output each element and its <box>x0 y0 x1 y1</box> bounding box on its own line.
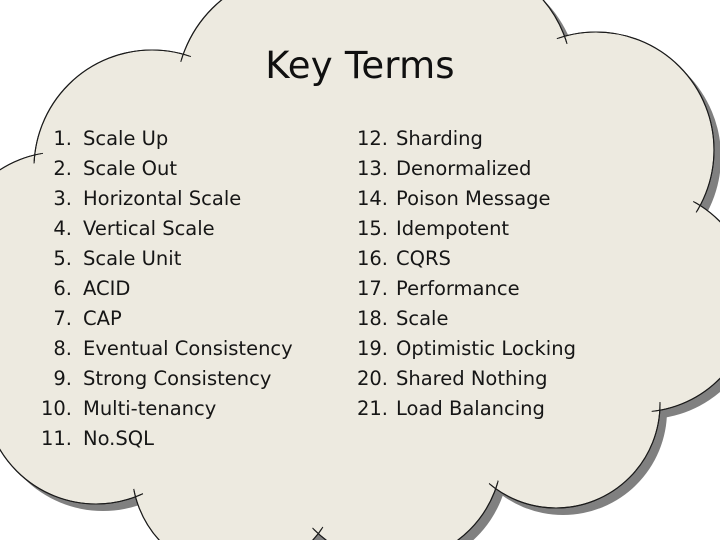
list-item: 13. Denormalized <box>352 154 682 184</box>
term-number: 3. <box>53 187 72 210</box>
list-item: 15. Idempotent <box>352 214 682 244</box>
list-item: 2. Scale Out <box>34 154 354 184</box>
term-number: 18. <box>356 307 388 330</box>
list-item: 20. Shared Nothing <box>352 364 682 394</box>
term-label: Optimistic Locking <box>396 337 576 360</box>
term-label: CAP <box>83 307 122 330</box>
list-item: 12. Sharding <box>352 124 682 154</box>
term-number: 9. <box>53 367 72 390</box>
list-item: 9. Strong Consistency <box>34 364 354 394</box>
term-number: 2. <box>53 157 72 180</box>
term-label: Scale Out <box>83 157 178 180</box>
term-number: 21. <box>356 397 388 420</box>
term-number: 1. <box>53 127 72 150</box>
term-label: Multi-tenancy <box>83 397 217 420</box>
term-number: 8. <box>53 337 72 360</box>
page-title: Key Terms <box>265 44 455 87</box>
list-item: 8. Eventual Consistency <box>34 334 354 364</box>
list-item: 7. CAP <box>34 304 354 334</box>
term-number: 10. <box>40 397 72 420</box>
term-label: Denormalized <box>396 157 532 180</box>
terms-column-right: 12. Sharding 13. Denormalized 14. Poison Mess… <box>352 124 682 424</box>
term-label: ACID <box>83 277 131 300</box>
term-number: 19. <box>356 337 388 360</box>
term-label: Poison Message <box>396 187 551 210</box>
term-number: 11. <box>40 427 72 450</box>
list-item: 16. CQRS <box>352 244 682 274</box>
term-number: 5. <box>53 247 72 270</box>
list-item: 18. Scale <box>352 304 682 334</box>
list-item: 5. Scale Unit <box>34 244 354 274</box>
term-number: 6. <box>53 277 72 300</box>
term-number: 13. <box>356 157 388 180</box>
term-number: 14. <box>356 187 388 210</box>
term-number: 7. <box>53 307 72 330</box>
list-item: 17. Performance <box>352 274 682 304</box>
list-item: 4. Vertical Scale <box>34 214 354 244</box>
term-label: Load Balancing <box>396 397 545 420</box>
term-label: Horizontal Scale <box>83 187 242 210</box>
term-label: Scale Unit <box>83 247 182 270</box>
term-label: Performance <box>396 277 520 300</box>
list-item: 10. Multi-tenancy <box>34 394 354 424</box>
list-item: 1. Scale Up <box>34 124 354 154</box>
term-label: Strong Consistency <box>83 367 272 390</box>
term-number: 15. <box>356 217 388 240</box>
list-item: 3. Horizontal Scale <box>34 184 354 214</box>
terms-column-left: 1. Scale Up 2. Scale Out 3. Horizontal Scale 4… <box>34 124 354 454</box>
term-label: Eventual Consistency <box>83 337 293 360</box>
term-number: 12. <box>356 127 388 150</box>
list-item: 11. No.SQL <box>34 424 354 454</box>
list-item: 6. ACID <box>34 274 354 304</box>
term-label: Shared Nothing <box>396 367 548 390</box>
list-item: 14. Poison Message <box>352 184 682 214</box>
term-label: Scale <box>396 307 449 330</box>
term-label: Vertical Scale <box>83 217 215 240</box>
term-label: Sharding <box>396 127 483 150</box>
term-number: 20. <box>356 367 388 390</box>
term-label: Idempotent <box>396 217 510 240</box>
term-number: 17. <box>356 277 388 300</box>
term-label: No.SQL <box>83 427 154 450</box>
term-label: Scale Up <box>83 127 169 150</box>
list-item: 21. Load Balancing <box>352 394 682 424</box>
term-label: CQRS <box>396 247 451 270</box>
term-number: 16. <box>356 247 388 270</box>
list-item: 19. Optimistic Locking <box>352 334 682 364</box>
term-number: 4. <box>53 217 72 240</box>
